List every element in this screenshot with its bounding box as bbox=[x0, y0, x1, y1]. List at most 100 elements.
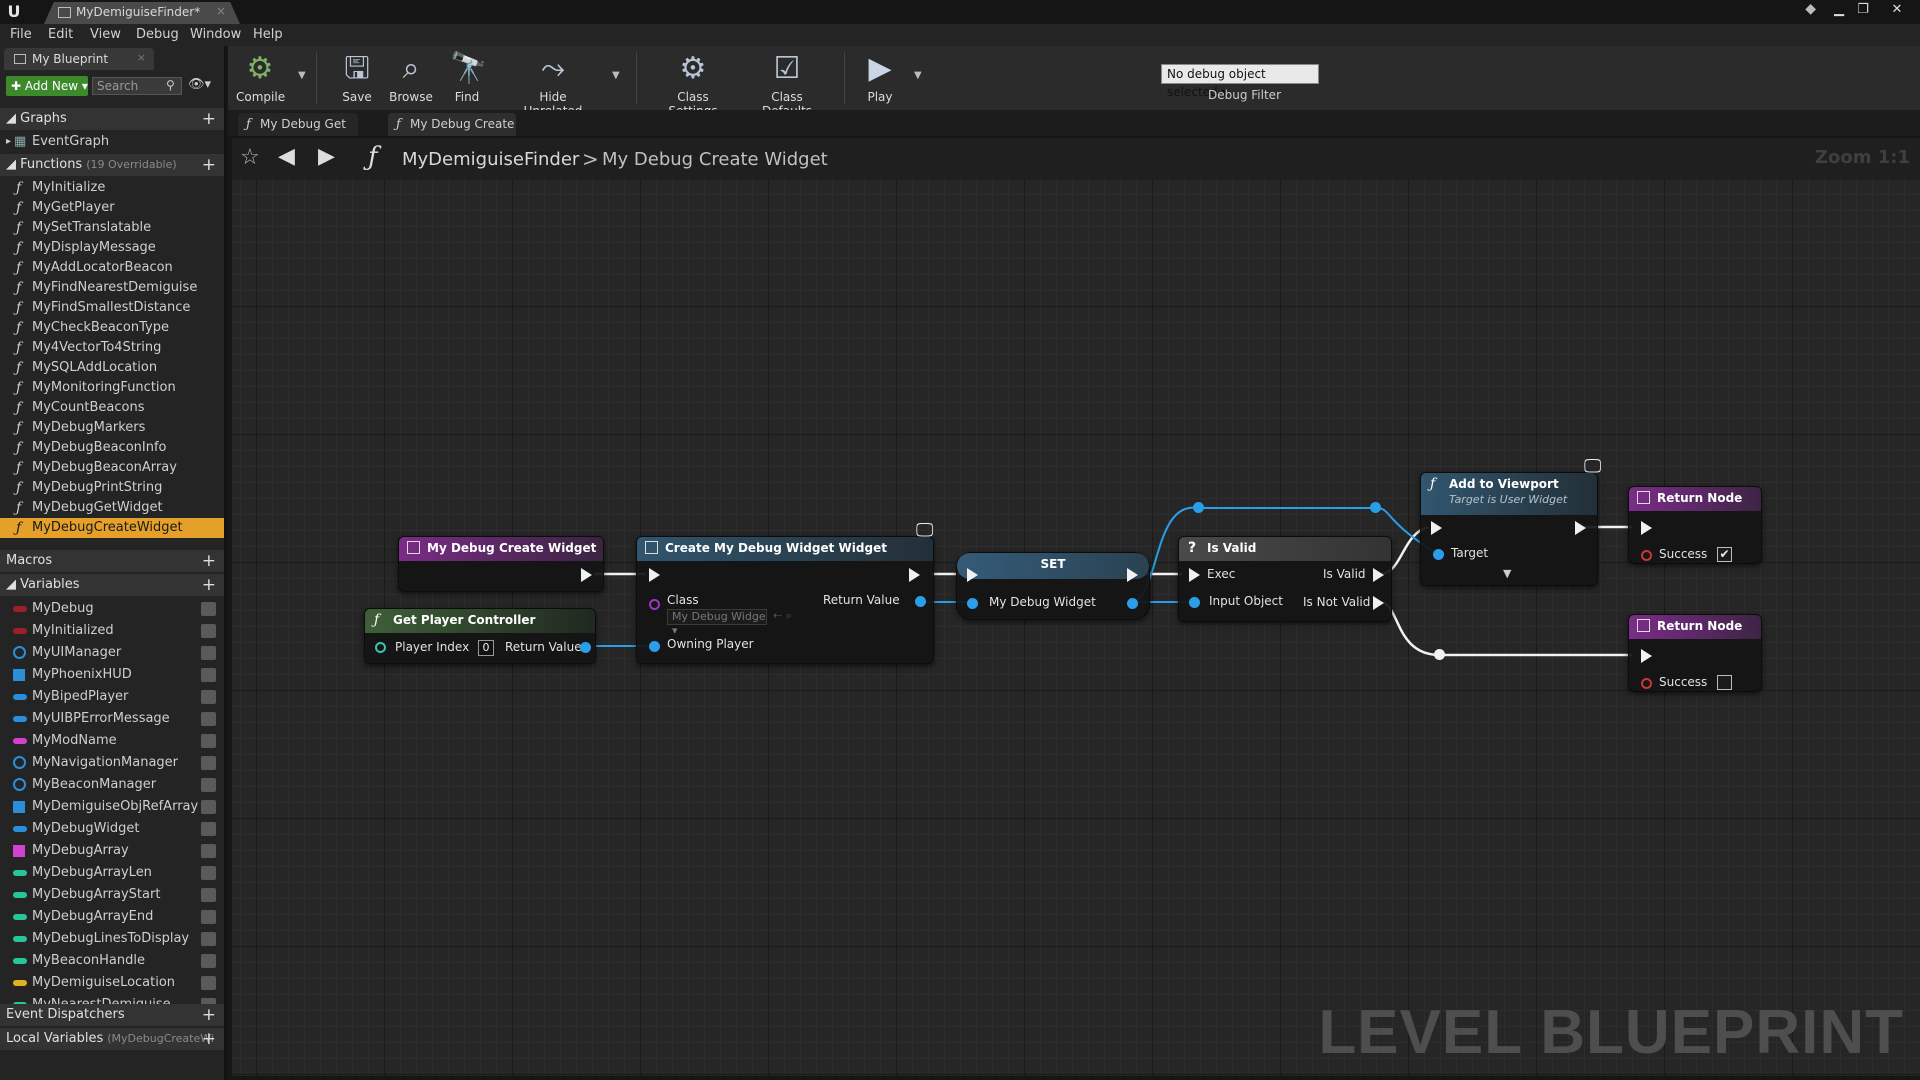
variable-visibility-toggle[interactable] bbox=[201, 910, 216, 924]
reroute-node[interactable] bbox=[1434, 649, 1445, 660]
success-pin[interactable] bbox=[1641, 678, 1652, 689]
variable-item[interactable]: MyDebugArrayStart bbox=[0, 884, 224, 906]
class-settings-button[interactable]: ⚙Class Settings bbox=[652, 50, 734, 118]
variable-visibility-toggle[interactable] bbox=[201, 844, 216, 858]
input-object-pin[interactable] bbox=[1189, 597, 1200, 608]
variable-visibility-toggle[interactable] bbox=[201, 888, 216, 902]
create-widget-node[interactable]: Create My Debug Widget Widget Class My D… bbox=[636, 536, 934, 664]
browse-asset-icon[interactable]: ⇠ ⌕ bbox=[773, 609, 792, 622]
class-pin[interactable] bbox=[649, 599, 660, 610]
feedback-icon[interactable]: ◆ bbox=[1805, 1, 1816, 17]
variable-item[interactable]: MyDemiguiseLocation bbox=[0, 972, 224, 994]
variable-item[interactable]: MyBeaconHandle bbox=[0, 950, 224, 972]
variable-item[interactable]: MyDemiguiseObjRefArray bbox=[0, 796, 224, 818]
restore-button[interactable]: ❐ bbox=[1857, 2, 1869, 17]
local-variables-section-header[interactable]: Local Variables(MyDebugCreateWi+ bbox=[0, 1028, 224, 1050]
forward-arrow-icon[interactable]: ▶ bbox=[318, 144, 335, 169]
add-new-button[interactable]: ✚ Add New ▾ bbox=[6, 76, 88, 96]
expand-advanced-icon[interactable]: ▼ bbox=[1503, 567, 1512, 580]
is-valid-node[interactable]: ?Is Valid Exec Is Valid Input Object Is … bbox=[1178, 536, 1392, 622]
variable-visibility-toggle[interactable] bbox=[201, 646, 216, 660]
variable-visibility-toggle[interactable] bbox=[201, 602, 216, 616]
exec-in-pin[interactable] bbox=[1431, 521, 1442, 535]
variable-item[interactable]: MyNavigationManager bbox=[0, 752, 224, 774]
graphs-section-header[interactable]: ◢ Graphs+ bbox=[0, 108, 224, 130]
tab-my-debug-create-widget[interactable]: ƒMy Debug Create V bbox=[388, 113, 516, 154]
success-checkbox[interactable] bbox=[1717, 675, 1732, 690]
variable-visibility-toggle[interactable] bbox=[201, 976, 216, 990]
set-variable-node[interactable]: SET My Debug Widget bbox=[956, 552, 1150, 620]
variable-item[interactable]: MyPhoenixHUD bbox=[0, 664, 224, 686]
add-local-variable-icon[interactable]: + bbox=[201, 1029, 216, 1049]
hide-unrelated-button[interactable]: ⤳Hide Unrelated bbox=[512, 50, 594, 118]
minimize-button[interactable]: ▁ bbox=[1834, 2, 1844, 17]
exec-in-pin[interactable] bbox=[1641, 521, 1652, 535]
my-debug-widget-in-pin[interactable] bbox=[967, 598, 978, 609]
variable-item[interactable]: MyDebug bbox=[0, 598, 224, 620]
macros-section-header[interactable]: Macros+ bbox=[0, 550, 224, 572]
eye-icon[interactable]: 👁▾ bbox=[188, 77, 212, 92]
exec-in-pin[interactable] bbox=[1641, 649, 1652, 663]
variable-item[interactable]: MyBipedPlayer bbox=[0, 686, 224, 708]
variable-visibility-toggle[interactable] bbox=[201, 954, 216, 968]
variable-item[interactable]: MyBeaconManager bbox=[0, 774, 224, 796]
variable-item[interactable]: MyModName bbox=[0, 730, 224, 752]
variables-section-header[interactable]: ◢ Variables+ bbox=[0, 574, 224, 596]
tab-my-debug-get-widget[interactable]: ƒMy Debug Get Widç bbox=[238, 113, 358, 154]
return-node-failure[interactable]: Return Node Success bbox=[1628, 614, 1762, 692]
close-tab-icon[interactable]: × bbox=[136, 51, 146, 64]
exec-out-pin[interactable] bbox=[909, 568, 920, 582]
add-event-dispatcher-icon[interactable]: + bbox=[201, 1005, 216, 1025]
target-pin[interactable] bbox=[1433, 549, 1444, 560]
back-arrow-icon[interactable]: ◀ bbox=[278, 144, 295, 169]
play-options-arrow[interactable]: ▼ bbox=[914, 70, 922, 81]
search-icon[interactable]: ⚲ bbox=[166, 78, 175, 92]
event-dispatchers-section-header[interactable]: Event Dispatchers+ bbox=[0, 1004, 224, 1026]
variable-visibility-toggle[interactable] bbox=[201, 668, 216, 682]
hide-unrelated-options-arrow[interactable]: ▼ bbox=[612, 70, 620, 81]
save-button[interactable]: 🖫Save bbox=[340, 50, 374, 106]
variable-visibility-toggle[interactable] bbox=[201, 624, 216, 638]
close-tab-icon[interactable]: × bbox=[215, 4, 226, 18]
menu-edit[interactable]: Edit bbox=[48, 27, 74, 42]
success-checkbox[interactable]: ✔ bbox=[1717, 547, 1732, 562]
is-valid-exec-pin[interactable] bbox=[1373, 568, 1384, 582]
return-value-pin[interactable] bbox=[915, 596, 926, 607]
breadcrumb-function[interactable]: My Debug Create Widget bbox=[602, 149, 828, 170]
menu-help[interactable]: Help bbox=[253, 27, 283, 42]
variable-item[interactable]: MyUIBPErrorMessage bbox=[0, 708, 224, 730]
exec-out-pin[interactable] bbox=[1127, 568, 1138, 582]
my-debug-widget-out-pin[interactable] bbox=[1127, 598, 1138, 609]
variable-item[interactable]: MyDebugArray bbox=[0, 840, 224, 862]
expand-arrow-icon[interactable]: ▸ bbox=[6, 136, 12, 147]
class-defaults-button[interactable]: ☑Class Defaults bbox=[746, 50, 828, 118]
add-variable-icon[interactable]: + bbox=[201, 575, 216, 595]
menu-file[interactable]: File bbox=[10, 27, 32, 42]
variable-visibility-toggle[interactable] bbox=[201, 778, 216, 792]
variable-item[interactable]: MyUIManager bbox=[0, 642, 224, 664]
compile-options-arrow[interactable]: ▼ bbox=[298, 70, 306, 81]
menu-debug[interactable]: Debug bbox=[136, 27, 179, 42]
return-value-pin[interactable] bbox=[580, 642, 591, 653]
browse-button[interactable]: ⌕Browse bbox=[388, 50, 434, 106]
exec-out-pin[interactable] bbox=[1575, 521, 1586, 535]
exec-out-pin[interactable] bbox=[581, 568, 592, 582]
exec-in-pin[interactable] bbox=[967, 568, 978, 582]
star-icon[interactable]: ☆ bbox=[240, 145, 260, 170]
my-blueprint-tab[interactable]: My Blueprint × bbox=[4, 48, 154, 70]
menu-view[interactable]: View bbox=[90, 27, 121, 42]
breadcrumb-blueprint[interactable]: MyDemiguiseFinder bbox=[402, 149, 580, 170]
